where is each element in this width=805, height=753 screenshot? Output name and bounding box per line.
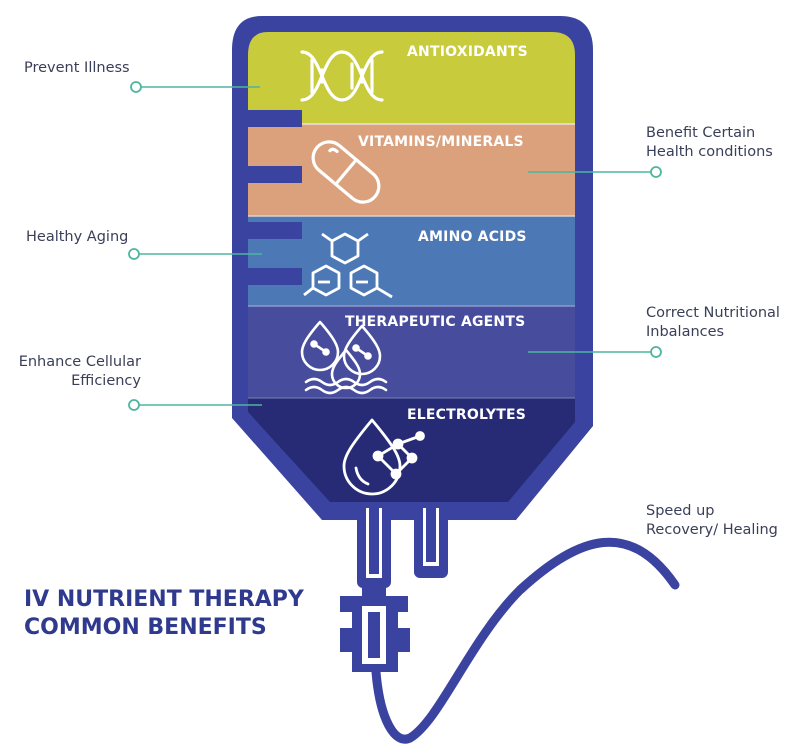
drip-connector [340, 580, 410, 672]
measurement-ticks [240, 110, 302, 285]
segment-label-electrolytes: ELECTROLYTES [407, 407, 527, 423]
benefit-health-conditions: Benefit Certain Health conditions [646, 125, 773, 160]
molecule-icon [303, 232, 393, 299]
connector-lines [138, 86, 652, 406]
bag-ports [357, 508, 448, 588]
segment-label-therapeutic-agents: THERAPEUTIC AGENTS [345, 314, 526, 330]
diagram-title: IV NUTRIENT THERAPY COMMON BENEFITS [24, 587, 304, 640]
benefit-correct-nutritional-imbalances: Correct Nutritional Inbalances [646, 305, 780, 340]
dna-icon [300, 50, 384, 102]
connector-dots [128, 81, 662, 411]
benefit-healthy-aging: Healthy Aging [26, 229, 129, 245]
iv-tube [371, 537, 680, 744]
segment-label-vitamins-minerals: VITAMINS/MINERALS [358, 134, 524, 150]
segment-amino-acids [248, 216, 575, 306]
drop-molecule-icon [342, 418, 425, 496]
segment-vitamins-minerals [248, 124, 575, 216]
segment-label-antioxidants: ANTIOXIDANTS [407, 44, 528, 60]
benefit-speed-up-recovery: Speed up Recovery/ Healing [646, 503, 778, 538]
segment-antioxidants [248, 32, 575, 124]
droplets-icon [300, 320, 388, 395]
segment-label-amino-acids: AMINO ACIDS [418, 229, 527, 245]
capsule-icon [311, 140, 381, 204]
benefit-prevent-illness: Prevent Illness [24, 60, 130, 76]
benefit-enhance-cellular-efficiency: Enhance Cellular Efficiency [18, 354, 141, 389]
